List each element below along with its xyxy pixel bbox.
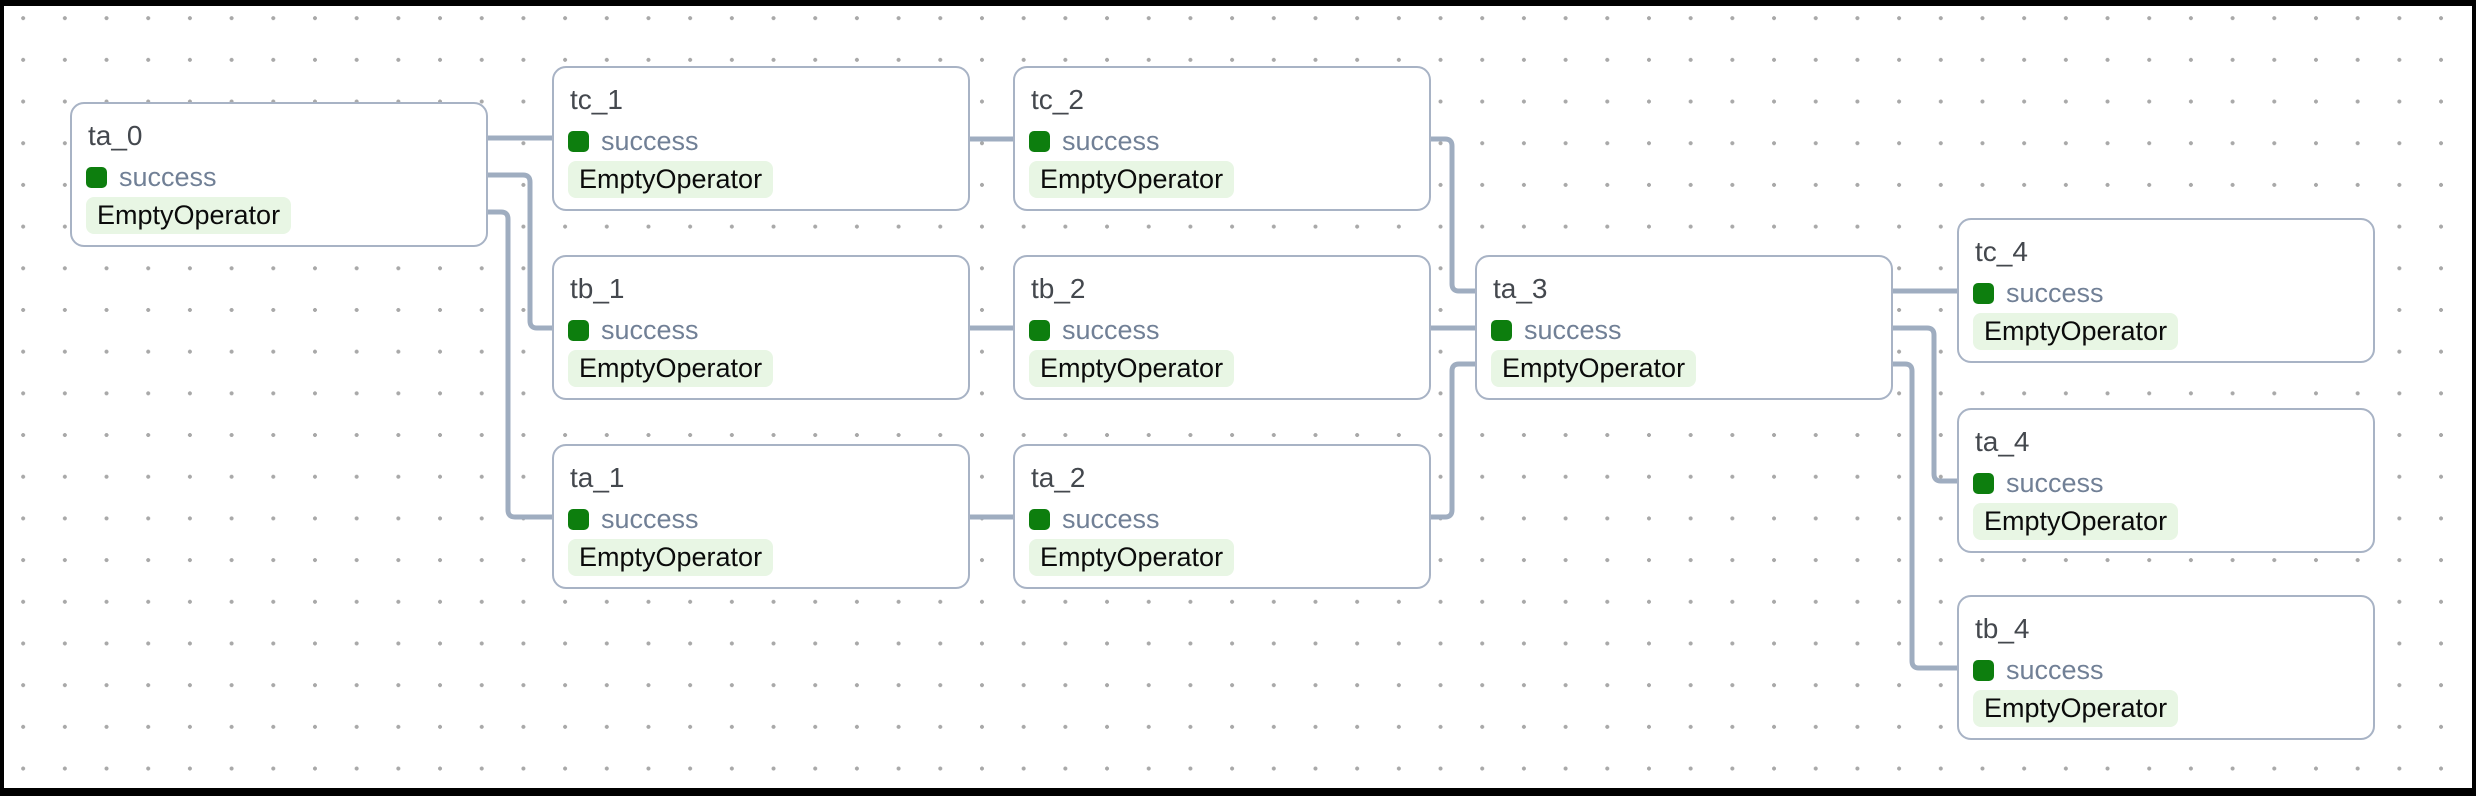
status-success-icon	[1029, 319, 1050, 341]
dag-graph-canvas[interactable]: ta_0 success EmptyOperator tc_1 success …	[4, 6, 2472, 788]
task-node-ta_0[interactable]: ta_0 success EmptyOperator	[70, 102, 488, 247]
status-success-icon	[1029, 130, 1050, 152]
status-success-icon	[1973, 472, 1994, 494]
edge-ta_2-ta_3	[1431, 361, 1475, 520]
task-node-tc_1[interactable]: tc_1 success EmptyOperator	[552, 66, 970, 211]
task-id-label: tb_1	[570, 273, 625, 304]
status-label: success	[2006, 467, 2104, 498]
task-node-ta_2[interactable]: ta_2 success EmptyOperator	[1013, 444, 1431, 589]
task-status-row: success	[1973, 655, 2357, 685]
task-id-label: ta_3	[1493, 273, 1548, 304]
operator-badge: EmptyOperator	[1973, 690, 2179, 727]
task-node-tc_2[interactable]: tc_2 success EmptyOperator	[1013, 66, 1431, 211]
task-status-row: success	[1029, 504, 1413, 534]
operator-badge: EmptyOperator	[1029, 161, 1235, 198]
operator-row: EmptyOperator	[86, 197, 470, 234]
task-id-label: tc_4	[1975, 236, 2028, 267]
status-success-icon	[568, 508, 589, 530]
operator-row: EmptyOperator	[1973, 690, 2357, 727]
operator-badge: EmptyOperator	[86, 197, 292, 234]
graph-world: ta_0 success EmptyOperator tc_1 success …	[4, 6, 2472, 788]
status-success-icon	[1491, 319, 1512, 341]
edge-ta_3-tb_4	[1893, 361, 1957, 671]
task-id-label: tb_4	[1975, 613, 2030, 644]
operator-row: EmptyOperator	[568, 539, 952, 576]
task-id-label: tc_1	[570, 84, 623, 115]
task-id-label: ta_4	[1975, 426, 2030, 457]
task-node-tb_1[interactable]: tb_1 success EmptyOperator	[552, 255, 970, 400]
edge-ta_0-tb_1	[488, 172, 552, 331]
task-node-tc_4[interactable]: tc_4 success EmptyOperator	[1957, 218, 2375, 363]
task-node-ta_1[interactable]: ta_1 success EmptyOperator	[552, 444, 970, 589]
status-label: success	[1062, 314, 1160, 345]
status-label: success	[601, 125, 699, 156]
edge-tc_2-ta_3	[1431, 136, 1475, 294]
edge-ta_3-ta_4	[1893, 325, 1957, 484]
operator-row: EmptyOperator	[1029, 539, 1413, 576]
task-status-row: success	[1029, 315, 1413, 345]
status-success-icon	[568, 319, 589, 341]
status-label: success	[2006, 654, 2104, 685]
task-status-row: success	[86, 162, 470, 192]
status-success-icon	[1973, 282, 1994, 304]
task-node-ta_4[interactable]: ta_4 success EmptyOperator	[1957, 408, 2375, 553]
status-success-icon	[568, 130, 589, 152]
status-label: success	[2006, 277, 2104, 308]
task-status-row: success	[568, 504, 952, 534]
task-node-ta_3[interactable]: ta_3 success EmptyOperator	[1475, 255, 1893, 400]
operator-row: EmptyOperator	[1029, 350, 1413, 387]
status-label: success	[1062, 125, 1160, 156]
task-status-row: success	[1491, 315, 1875, 345]
task-node-tb_2[interactable]: tb_2 success EmptyOperator	[1013, 255, 1431, 400]
operator-badge: EmptyOperator	[1029, 350, 1235, 387]
operator-badge: EmptyOperator	[1973, 503, 2179, 540]
task-status-row: success	[1029, 126, 1413, 156]
operator-row: EmptyOperator	[568, 161, 952, 198]
status-label: success	[601, 314, 699, 345]
operator-badge: EmptyOperator	[1029, 539, 1235, 576]
task-id-label: ta_1	[570, 462, 625, 493]
operator-row: EmptyOperator	[1029, 161, 1413, 198]
status-success-icon	[86, 166, 107, 188]
task-status-row: success	[568, 315, 952, 345]
status-label: success	[119, 161, 217, 192]
task-node-tb_4[interactable]: tb_4 success EmptyOperator	[1957, 595, 2375, 740]
operator-badge: EmptyOperator	[1491, 350, 1697, 387]
task-status-row: success	[1973, 468, 2357, 498]
edge-ta_0-ta_1	[488, 209, 552, 520]
task-id-label: ta_0	[88, 120, 143, 151]
operator-row: EmptyOperator	[1973, 313, 2357, 350]
operator-row: EmptyOperator	[1973, 503, 2357, 540]
task-status-row: success	[568, 126, 952, 156]
status-success-icon	[1973, 659, 1994, 681]
task-id-label: tb_2	[1031, 273, 1086, 304]
status-success-icon	[1029, 508, 1050, 530]
status-label: success	[1062, 503, 1160, 534]
operator-badge: EmptyOperator	[568, 161, 774, 198]
operator-row: EmptyOperator	[568, 350, 952, 387]
operator-badge: EmptyOperator	[568, 539, 774, 576]
status-label: success	[601, 503, 699, 534]
task-status-row: success	[1973, 278, 2357, 308]
task-id-label: tc_2	[1031, 84, 1084, 115]
task-id-label: ta_2	[1031, 462, 1086, 493]
operator-badge: EmptyOperator	[1973, 313, 2179, 350]
operator-row: EmptyOperator	[1491, 350, 1875, 387]
edge-layer	[488, 135, 1957, 671]
status-label: success	[1524, 314, 1622, 345]
operator-badge: EmptyOperator	[568, 350, 774, 387]
